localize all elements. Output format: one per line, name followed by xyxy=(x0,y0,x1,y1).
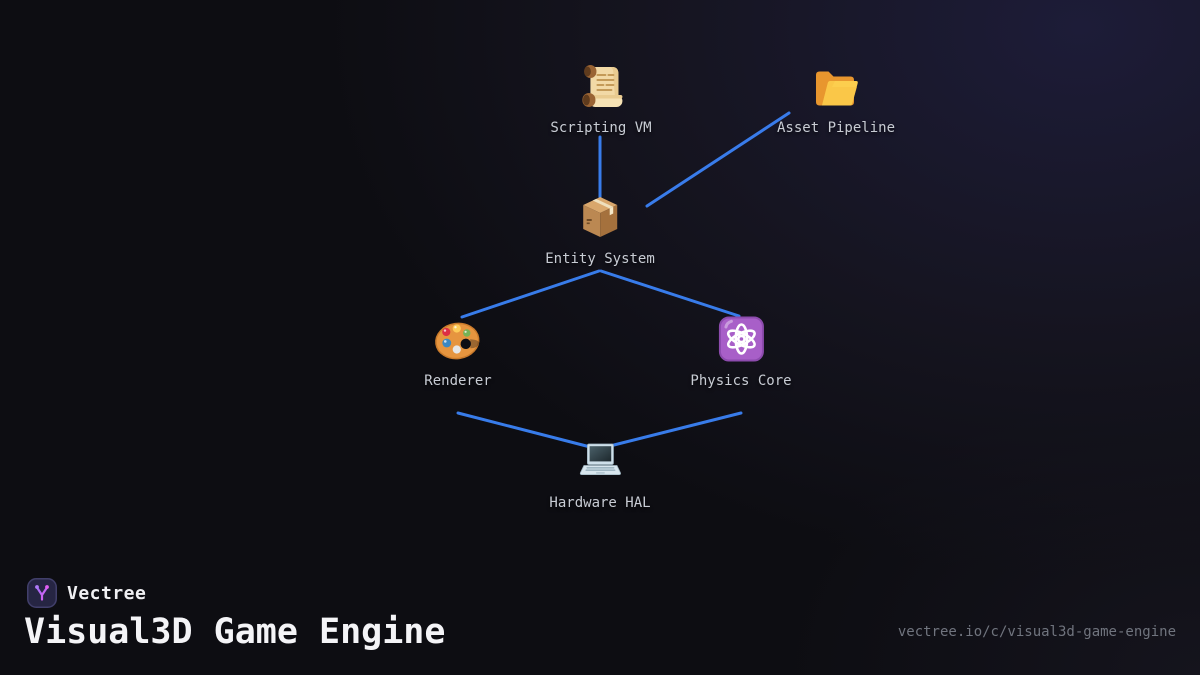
node-label-scripting-vm: Scripting VM xyxy=(550,120,652,136)
node-label-asset-pipeline: Asset Pipeline xyxy=(776,120,896,136)
laptop-icon xyxy=(576,437,624,485)
node-label-renderer: Renderer xyxy=(424,373,492,389)
scroll-icon xyxy=(577,62,625,110)
open-folder-icon xyxy=(812,62,860,110)
brand-row: Vectree xyxy=(27,578,146,608)
node-entity-system: Entity System xyxy=(545,193,655,267)
node-physics-core: Physics Core xyxy=(690,315,792,389)
brand-name: Vectree xyxy=(67,582,147,604)
palette-icon xyxy=(434,315,482,363)
edge-entity-system-physics-core xyxy=(599,269,741,318)
node-scripting-vm: Scripting VM xyxy=(550,62,652,136)
page-title: Visual3D Game Engine xyxy=(24,612,446,652)
node-label-physics-core: Physics Core xyxy=(690,373,792,389)
edge-asset-pipeline-entity-system xyxy=(645,111,791,208)
edge-renderer-hardware-hal xyxy=(456,411,600,451)
edge-physics-core-hardware-hal xyxy=(596,411,743,451)
edge-entity-system-renderer xyxy=(460,269,601,319)
share-url: vectree.io/c/visual3d-game-engine xyxy=(897,624,1176,640)
package-icon xyxy=(576,193,624,241)
node-asset-pipeline: Asset Pipeline xyxy=(777,62,895,136)
atom-icon xyxy=(717,315,765,363)
node-label-entity-system: Entity System xyxy=(545,251,655,267)
node-renderer: Renderer xyxy=(424,315,492,389)
vectree-logo-icon xyxy=(27,578,57,608)
node-label-hardware-hal: Hardware HAL xyxy=(549,495,651,511)
node-hardware-hal: Hardware HAL xyxy=(549,437,651,511)
